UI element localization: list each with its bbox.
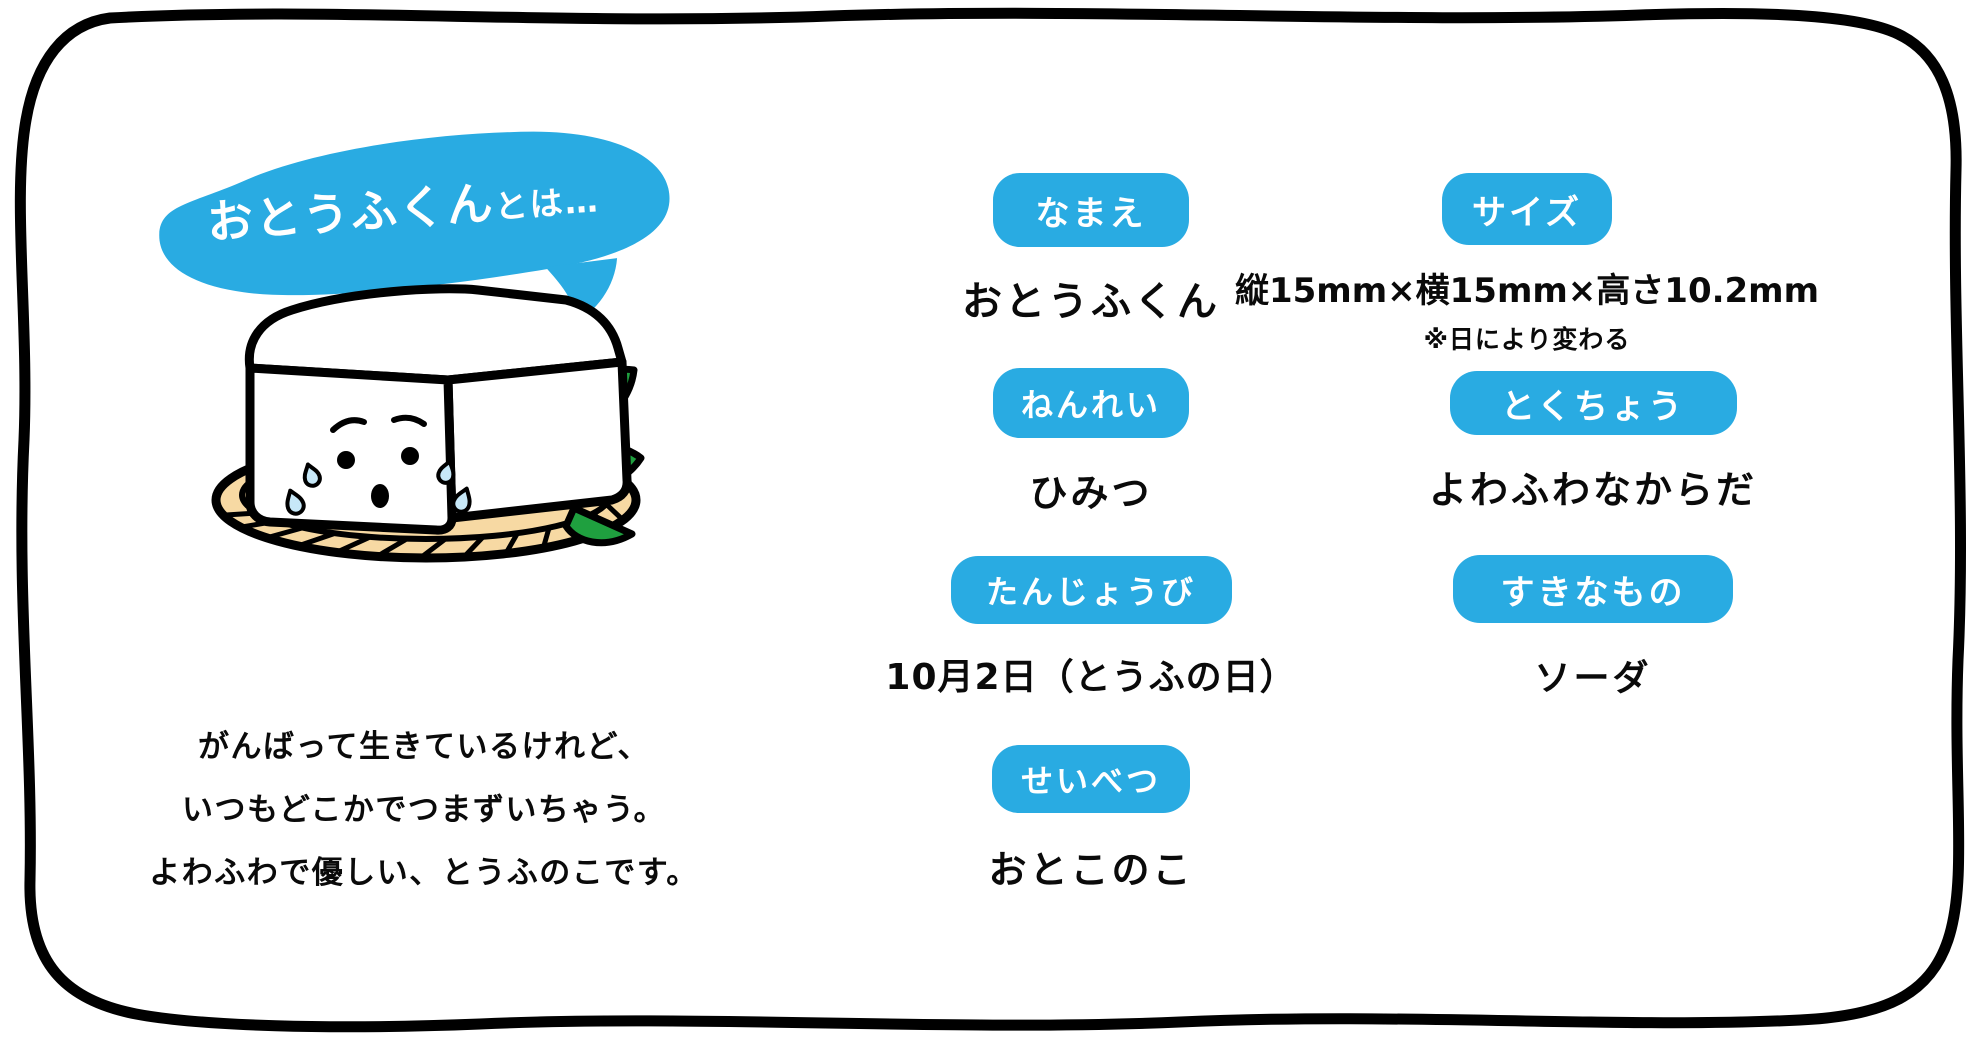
speech-bubble-tail bbox=[545, 258, 618, 326]
field-label-pill: すきなもの bbox=[1453, 555, 1733, 623]
profile-field-birthday: たんじょうび 10月2日（とうふの日） bbox=[881, 556, 1301, 700]
tofu-block bbox=[244, 284, 632, 535]
profile-field-trait: とくちょう よわふわなからだ bbox=[1383, 371, 1803, 514]
profile-field-name: なまえ おとうふくん bbox=[881, 173, 1301, 327]
profile-field-size: サイズ 縦15mm×横15mm×高さ10.2mm ※日により変わる bbox=[1235, 173, 1819, 356]
profile-field-favorite: すきなもの ソーダ bbox=[1383, 555, 1803, 701]
description-line: よわふわで優しい、とうふのこです。 bbox=[149, 855, 699, 891]
speech-bubble-shape bbox=[159, 131, 670, 326]
leaf-tip-icon bbox=[562, 504, 636, 547]
profile-field-gender: せいべつ おとこのこ bbox=[881, 745, 1301, 894]
speech-bubble: おとうふくんとは… bbox=[138, 109, 697, 361]
bubble-title-suffix: とは… bbox=[493, 180, 601, 227]
field-value: 縦15mm×横15mm×高さ10.2mm bbox=[1234, 271, 1820, 311]
field-value: ソーダ bbox=[1534, 658, 1652, 699]
description-line: いつもどこかでつまずいちゃう。 bbox=[181, 792, 667, 828]
field-label-pill: たんじょうび bbox=[950, 556, 1232, 624]
field-value: ひみつ bbox=[1029, 471, 1153, 515]
field-note: ※日により変わる bbox=[1423, 325, 1631, 354]
field-value: おとこのこ bbox=[988, 848, 1194, 892]
tofu-character-illustration bbox=[211, 284, 645, 563]
tear-icon bbox=[285, 459, 472, 516]
character-description: がんばって生きているけれど、 いつもどこかでつまずいちゃう。 よわふわで優しい、… bbox=[128, 716, 720, 905]
sad-face-icon bbox=[285, 414, 472, 516]
field-label-pill: なまえ bbox=[993, 173, 1189, 247]
field-label-pill: サイズ bbox=[1442, 173, 1612, 245]
profile-field-age: ねんれい ひみつ bbox=[881, 368, 1301, 517]
description-line: がんばって生きているけれど、 bbox=[198, 729, 650, 765]
field-label-pill: ねんれい bbox=[993, 368, 1189, 438]
field-label-pill: せいべつ bbox=[992, 745, 1190, 813]
field-value: おとうふくん bbox=[962, 279, 1220, 325]
field-value: 10月2日（とうふの日） bbox=[885, 657, 1297, 698]
field-label-pill: とくちょう bbox=[1449, 371, 1737, 435]
field-value: よわふわなからだ bbox=[1428, 468, 1757, 512]
